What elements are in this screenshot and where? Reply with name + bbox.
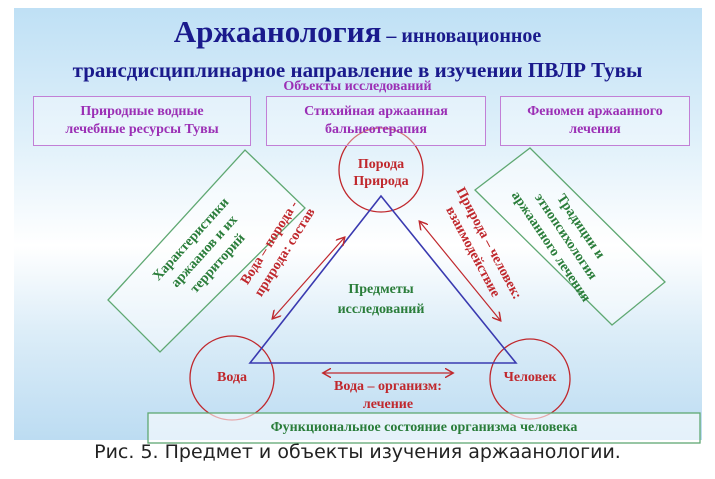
title: Аржаанология – инновационное [0,14,715,50]
relation-bottom: Вода – организм: лечение [308,378,468,414]
figure-caption: Рис. 5. Предмет и объекты изучения аржаа… [94,441,621,463]
arrow-right [420,222,500,320]
bottom-box [147,412,701,444]
center-line2: исследований [337,302,425,317]
left-side-box [107,149,306,353]
title-main: Аржаанология [173,14,382,49]
center-label: Предметы исследований [301,280,461,320]
node-right: Человек [503,370,557,385]
object-3-line1: Феномен аржаанного [527,104,663,119]
node-top-line1: Порода [357,157,405,172]
object-3-line2: лечения [569,122,621,137]
object-box-3: Феномен аржаанного лечения [500,96,690,146]
right-side-box [474,147,666,326]
node-circle-top [338,127,424,213]
objects-heading: Объекты исследований [283,79,432,94]
object-2-line2: бальнеотерапия [325,122,427,137]
relation-bottom-line2: лечение [362,397,414,412]
bottom-box-text: Функциональное состояние организма челов… [270,420,578,435]
object-box-2: Стихийная аржаанная бальнеотерапия [266,96,486,146]
object-1-line1: Природные водные [80,104,204,119]
center-line1: Предметы [348,282,414,297]
node-left: Вода [216,370,248,385]
relation-bottom-line1: Вода – организм: [334,379,442,394]
title-line2: трансдисциплинарное направление в изучен… [72,58,643,82]
arrow-left [273,238,344,318]
object-1-line2: лечебные ресурсы Тувы [65,122,219,137]
title-rest: – инновационное [381,25,542,47]
object-2-line1: Стихийная аржаанная [304,104,448,119]
node-top-line2: Природа [353,174,409,189]
slide-background [14,8,702,440]
node-top: Порода Природа [331,156,431,190]
object-box-1: Природные водные лечебные ресурсы Тувы [33,96,251,146]
